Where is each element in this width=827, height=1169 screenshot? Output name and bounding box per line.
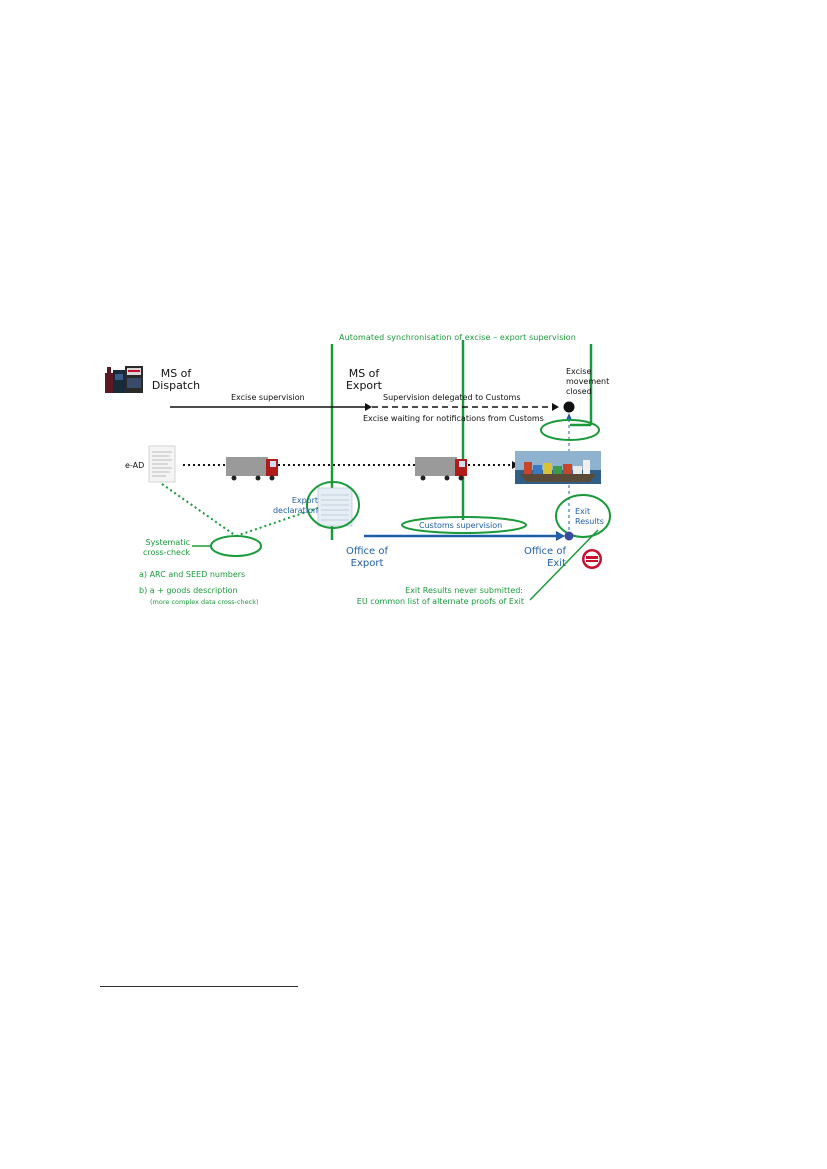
ship-icon — [515, 451, 601, 484]
export-declaration-icon — [318, 488, 352, 526]
systematic-crosscheck-line1: Systematic — [130, 538, 190, 548]
truck-icon — [226, 457, 278, 481]
excise-closed-ellipse — [541, 420, 599, 440]
office-exit-line2: Exit — [512, 558, 566, 570]
office-export-line2: Export — [336, 558, 398, 570]
excise-closed-label: Excise movement closed — [566, 367, 609, 397]
systematic-crosscheck-label: Systematic cross-check — [130, 538, 190, 558]
crosscheck-a-label: a) ARC and SEED numbers — [139, 570, 245, 580]
excise-closed-line2: movement — [566, 377, 609, 387]
office-export-line1: Office of — [336, 546, 398, 558]
eu-common-list-label: EU common list of alternate proofs of Ex… — [300, 597, 524, 607]
truck-icon — [415, 457, 467, 481]
crosscheck-b-note: (more complex data cross-check) — [150, 598, 259, 606]
footnote-separator — [100, 986, 298, 987]
office-exit-line1: Office of — [512, 546, 566, 558]
ms-export-label: MS of Export — [338, 368, 390, 392]
exit-results-line2: Results — [575, 517, 604, 527]
systematic-crosscheck-line2: cross-check — [130, 548, 190, 558]
ead-document-icon — [149, 446, 175, 482]
ms-dispatch-line2: Dispatch — [150, 380, 202, 392]
excise-closed-dot — [564, 402, 575, 413]
wine-bottles-icon — [105, 366, 143, 393]
crosscheck-dotted-ead — [162, 484, 236, 536]
customs-supervision-label: Customs supervision — [419, 521, 502, 531]
excise-closed-line3: closed — [566, 387, 609, 397]
export-declaration-label: Export declaration — [270, 496, 318, 516]
office-export-label: Office of Export — [336, 546, 398, 570]
ead-label: e-AD — [125, 461, 144, 471]
office-of-exit-dot — [565, 532, 574, 541]
no-entry-sign-icon — [582, 549, 602, 569]
systematic-crosscheck-ellipse — [211, 536, 261, 556]
excise-waiting-label: Excise waiting for notifications from Cu… — [363, 414, 544, 424]
supervision-delegated-label: Supervision delegated to Customs — [383, 393, 521, 403]
ms-dispatch-label: MS of Dispatch — [150, 368, 202, 392]
exit-results-line1: Exit — [575, 507, 604, 517]
excise-closed-line1: Excise — [566, 367, 609, 377]
crosscheck-b-label: b) a + goods description — [139, 586, 238, 596]
office-exit-label: Office of Exit — [512, 546, 566, 570]
excise-supervision-label: Excise supervision — [231, 393, 305, 403]
export-declaration-line1: Export — [270, 496, 318, 506]
ms-export-line2: Export — [338, 380, 390, 392]
exit-never-label: Exit Results never submitted: — [330, 586, 523, 596]
top-label: Automated synchronisation of excise – ex… — [339, 333, 576, 343]
exit-results-label: Exit Results — [575, 507, 604, 527]
export-declaration-line2: declaration — [270, 506, 318, 516]
